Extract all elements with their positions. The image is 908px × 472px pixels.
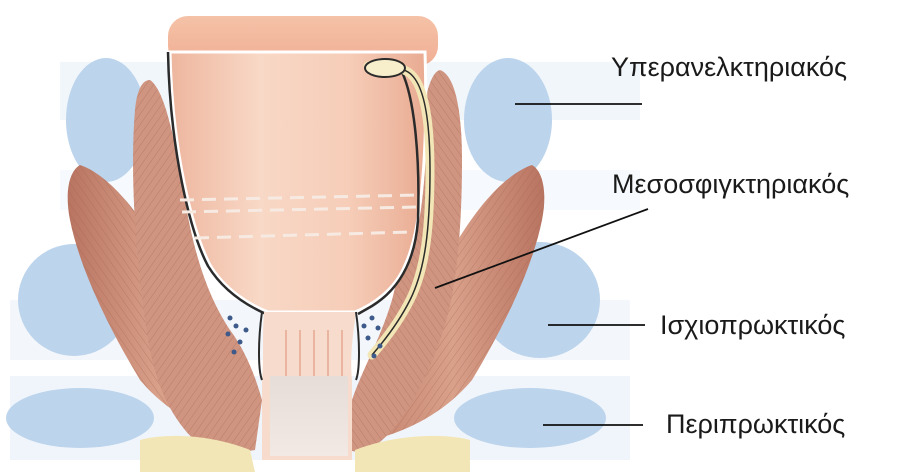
supralevator-region-right <box>464 58 552 182</box>
rectum-body <box>170 52 426 312</box>
label-supralevator: Υπερανελκτηριακός <box>611 52 847 82</box>
intersphincteric-abscess-pocket <box>365 59 405 77</box>
label-ischiorectal: Ισχιοπρωκτικός <box>660 310 845 340</box>
perianal-region-left <box>6 388 154 448</box>
perianal-region-right <box>454 388 606 448</box>
label-intersphincteric: Μεσοσφιγκτηριακός <box>612 169 849 199</box>
label-perianal: Περιπρωκτικός <box>666 409 845 439</box>
anal-canal-lower <box>270 376 348 456</box>
